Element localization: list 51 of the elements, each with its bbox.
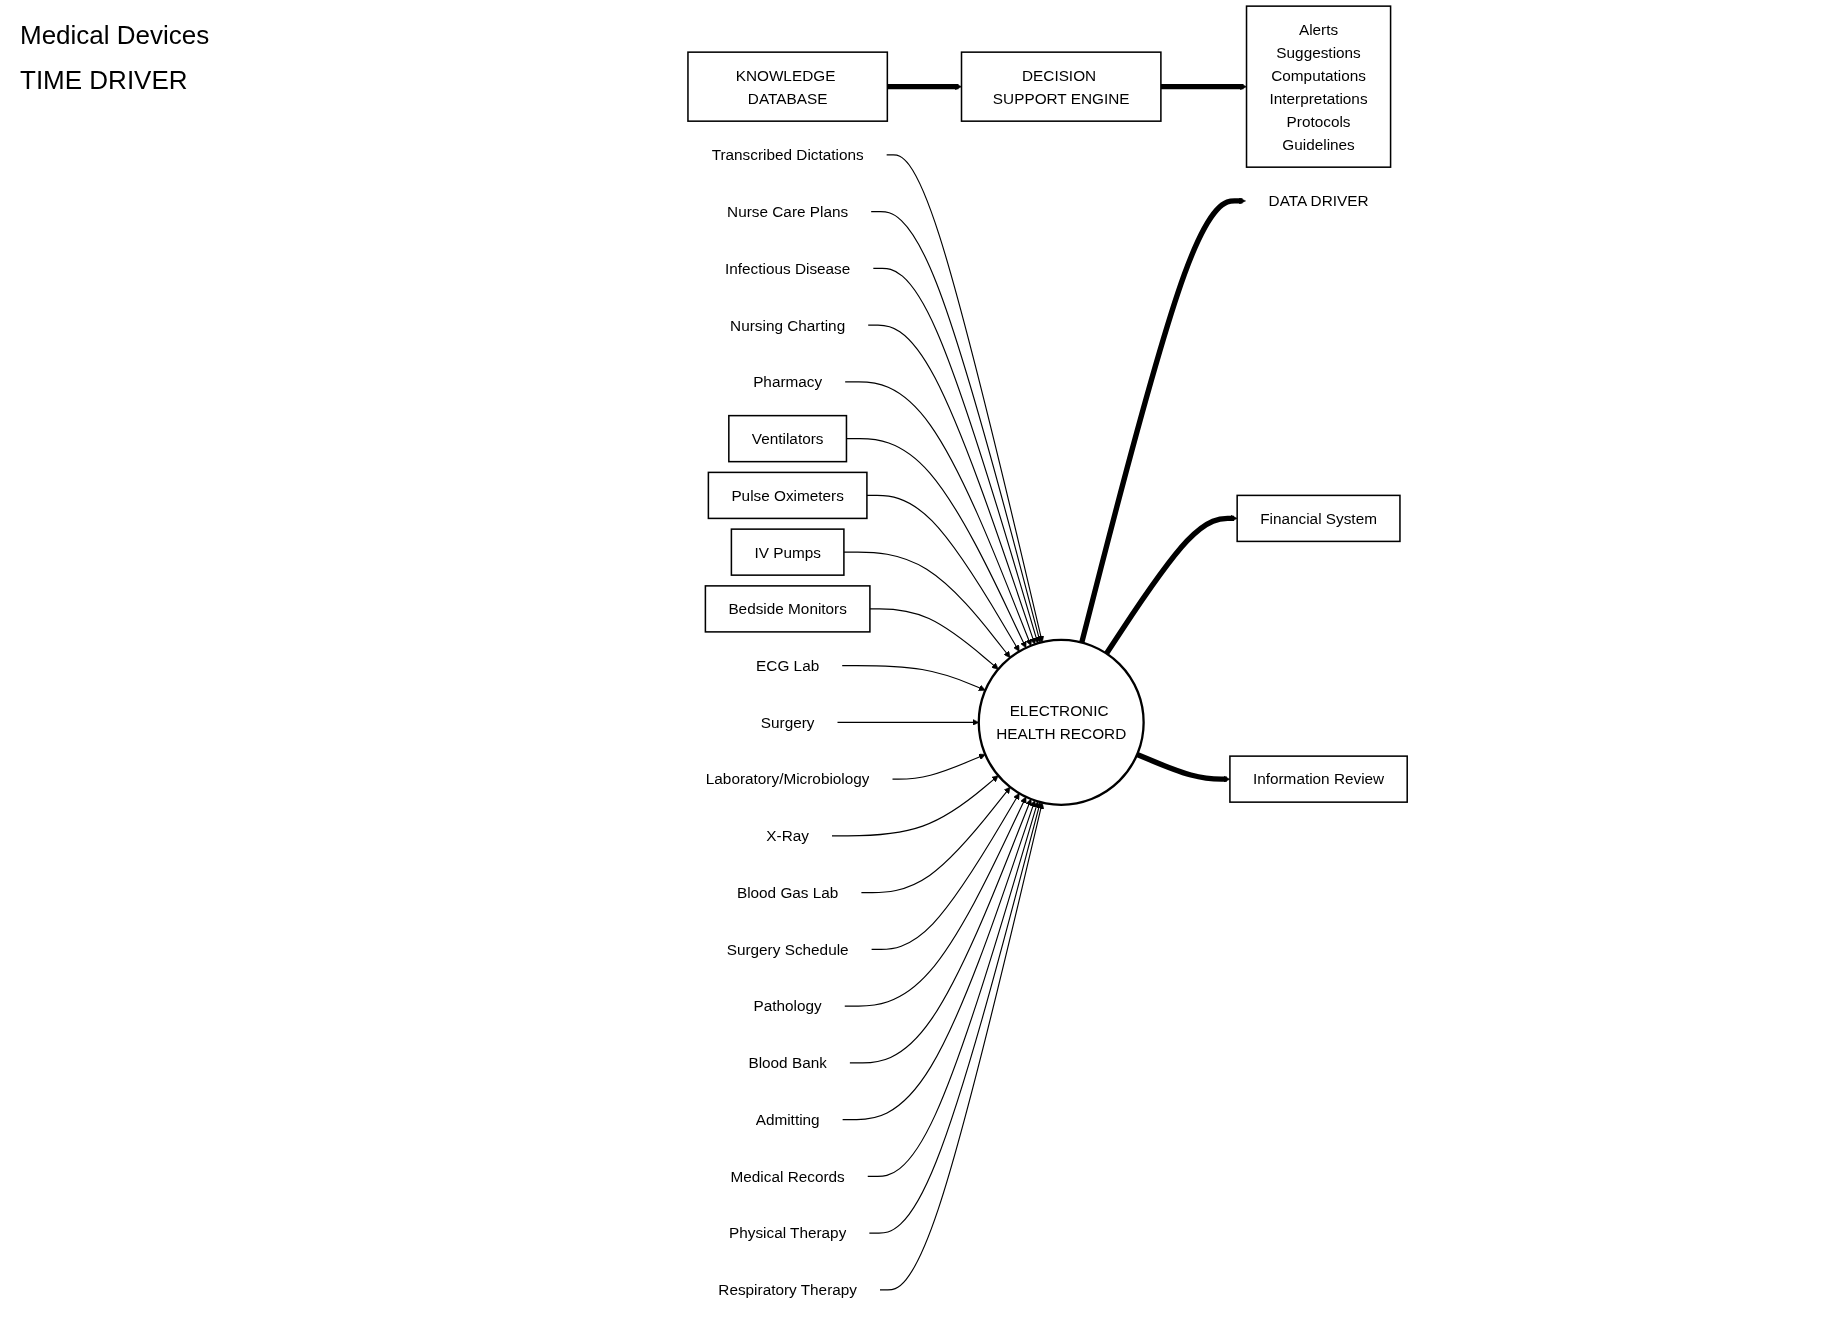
node-box: DECISION SUPPORT ENGINE (960, 51, 1162, 122)
arrow (849, 798, 1032, 1064)
arrow (879, 802, 1045, 1291)
node-text: DATA DRIVER (1268, 192, 1369, 210)
arrow (1079, 197, 1246, 644)
arrow (866, 494, 1020, 652)
node-box: IV Pumps (730, 528, 845, 576)
note-label: Medical Devices (20, 20, 210, 51)
arrow (860, 786, 1011, 894)
node-text: Pathology (753, 997, 822, 1015)
node-box: Ventilators (728, 414, 848, 463)
arrow (831, 775, 999, 837)
arrow (871, 793, 1020, 950)
node-box: KNOWLEDGE DATABASE (687, 51, 889, 122)
arrow (891, 753, 986, 780)
node-text: Transcribed Dictations (711, 146, 864, 164)
node-text: Respiratory Therapy (718, 1281, 857, 1299)
node-text: Medical Records (730, 1167, 845, 1185)
node-text: X-Ray (766, 827, 809, 845)
node-text: Nurse Care Plans (727, 203, 849, 221)
arrow (887, 83, 962, 91)
node-text: Surgery Schedule (726, 940, 849, 958)
node-text: Laboratory/Microbiology (705, 770, 870, 788)
node-text: Admitting (755, 1111, 820, 1129)
node-text: Physical Therapy (728, 1224, 847, 1242)
arrow (869, 608, 999, 670)
node-text: Nursing Charting (730, 316, 846, 334)
arrow (886, 154, 1045, 643)
arrow (870, 211, 1042, 643)
node-text: Blood Bank (748, 1054, 827, 1072)
arrow (1104, 515, 1238, 655)
arrow (844, 796, 1027, 1007)
arrow (1160, 83, 1247, 91)
node-box: Information Review (1229, 755, 1408, 803)
arrow (867, 324, 1037, 645)
node-text: Pharmacy (753, 373, 823, 391)
node-box: Bedside Monitors (704, 585, 871, 633)
node-text: Surgery (760, 713, 815, 731)
node-circle: ELECTRONIC HEALTH RECORD (977, 638, 1145, 806)
node-text: ECG Lab (756, 657, 820, 675)
arrow (841, 665, 986, 691)
arrow (872, 267, 1040, 644)
arrow (843, 551, 1011, 658)
node-box: Financial System (1236, 494, 1401, 543)
node-text: Blood Gas Lab (736, 884, 839, 902)
node-box: Alerts Suggestions Computations Interpretations Protocols Guidelines (1245, 5, 1392, 168)
note-label: TIME DRIVER (20, 65, 188, 96)
arrow (842, 800, 1037, 1121)
node-box: Pulse Oximeters (707, 471, 868, 520)
arrow (844, 381, 1032, 646)
node-text: Infectious Disease (724, 259, 851, 277)
